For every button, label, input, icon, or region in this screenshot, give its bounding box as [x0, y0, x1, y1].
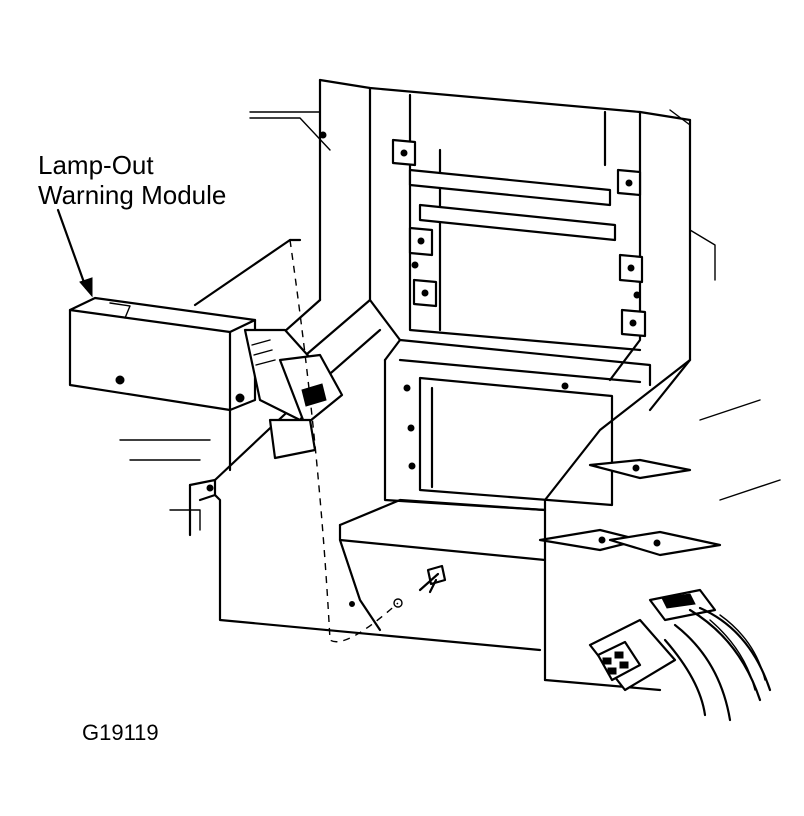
dashed-install-path	[289, 239, 399, 643]
module-callout-line2: Warning Module	[38, 180, 227, 210]
harness-connector	[588, 588, 772, 722]
leader-arrow	[56, 208, 93, 298]
figure-id: G19119	[82, 720, 159, 745]
module-callout-line1: Lamp-Out	[38, 150, 154, 180]
module-callout-label: Lamp-Out Warning Module	[38, 150, 226, 210]
lamp-out-warning-module	[68, 238, 302, 412]
mounting-screw	[349, 564, 447, 608]
module-connector	[243, 328, 344, 460]
lower-pocket	[338, 338, 652, 632]
right-bracket-flanges	[538, 358, 722, 692]
